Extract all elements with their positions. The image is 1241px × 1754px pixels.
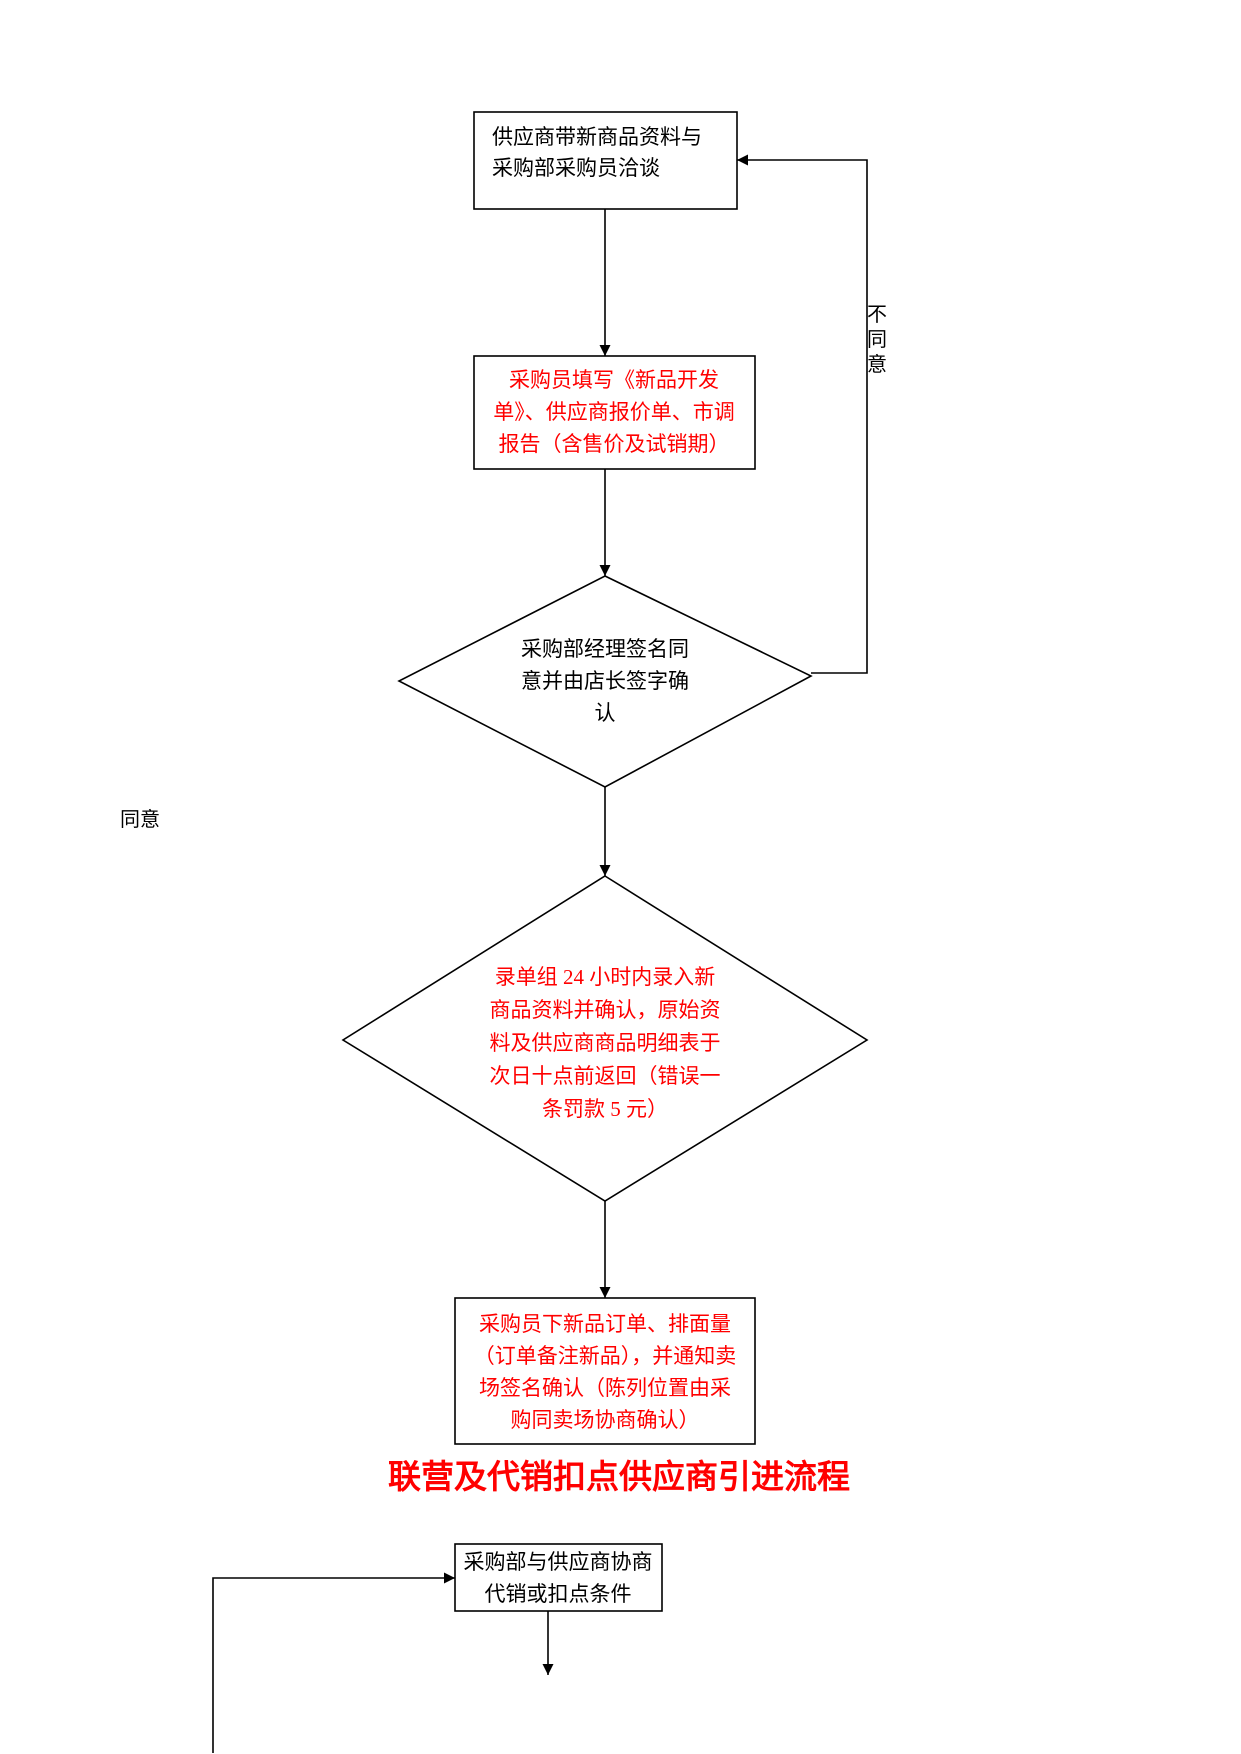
- step1-line: 采购部采购员洽谈: [492, 156, 660, 180]
- flow2-step1-text: 采购部与供应商协商 代销或扣点条件: [464, 1546, 653, 1610]
- step2-line: 报告（含售价及试销期）: [498, 432, 730, 456]
- decision2-line: 商品资料并确认，原始资: [489, 998, 721, 1022]
- step1-text: 供应商带新商品资料与 采购部采购员洽谈: [492, 122, 702, 184]
- flow2-step1-line: 采购部与供应商协商: [463, 1550, 653, 1574]
- step2-text: 采购员填写《新品开发 单》、供应商报价单、市调 报告（含售价及试销期）: [493, 364, 735, 460]
- reject-connector: [737, 154, 868, 674]
- decision2-line: 次日十点前返回（错误一: [489, 1064, 721, 1088]
- reject-label-char: 同: [867, 329, 887, 351]
- step3-line: 场签名确认（陈列位置由采: [479, 1376, 731, 1400]
- decision1-line: 采购部经理签名同: [521, 637, 689, 661]
- reject-label-char: 不: [867, 304, 887, 326]
- decision2-text: 录单组 24 小时内录入新 商品资料并确认，原始资 料及供应商商品明细表于 次日…: [490, 961, 721, 1126]
- step2-line: 单》、供应商报价单、市调: [493, 400, 735, 424]
- step3-text: 采购员下新品订单、排面量 （订单备注新品），并通知卖 场签名确认（陈列位置由采 …: [474, 1308, 737, 1436]
- reject-label: 不 同 意: [867, 303, 887, 378]
- decision1-line: 意并由店长签字确: [521, 669, 689, 693]
- step3-line: 采购员下新品订单、排面量: [479, 1312, 731, 1336]
- decision2-line: 料及供应商商品明细表于: [489, 1031, 721, 1055]
- step1-line: 供应商带新商品资料与: [492, 125, 702, 149]
- step2-line: 采购员填写《新品开发: [509, 368, 719, 392]
- flow2-step1-box: [454, 1543, 663, 1612]
- flow2-step1-line: 代销或扣点条件: [484, 1582, 632, 1606]
- step3-line: （订单备注新品），并通知卖: [473, 1344, 737, 1368]
- page-title: 联营及代销扣点供应商引进流程: [388, 1458, 850, 1495]
- decision1-text: 采购部经理签名同 意并由店长签字确 认: [521, 633, 689, 729]
- step3-line: 购同卖场协商确认）: [510, 1408, 700, 1432]
- decision2-line: 录单组 24 小时内录入新: [494, 965, 716, 989]
- reject-label-char: 意: [867, 354, 887, 376]
- flow2-return-connector: [212, 1572, 455, 1753]
- step2-box: [473, 355, 756, 470]
- approve-label: 同意: [120, 809, 160, 831]
- decision2-line: 条罚款 5 元）: [542, 1097, 668, 1121]
- decision1-line: 认: [594, 701, 616, 725]
- step1-box: [473, 111, 738, 210]
- step3-box: [454, 1297, 756, 1445]
